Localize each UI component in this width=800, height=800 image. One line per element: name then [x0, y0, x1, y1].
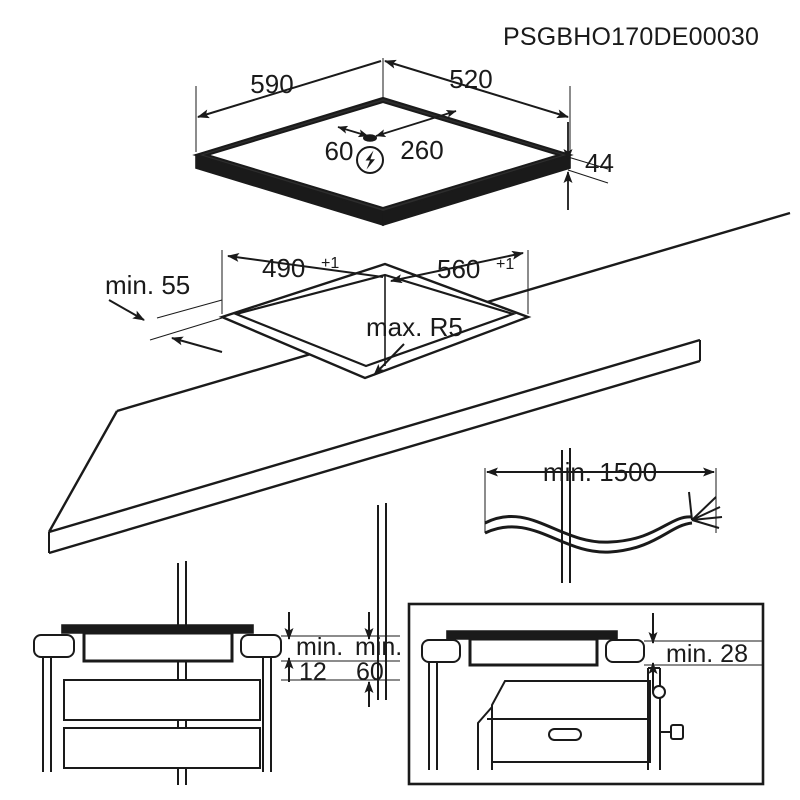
detail-left-worktop-right — [240, 634, 282, 658]
dim-label-depth-520: 520 — [449, 64, 492, 94]
cable-curve-lower — [484, 521, 693, 554]
view-mains-cable: min. 1500 — [484, 457, 723, 554]
dim-label-cutout-490: 490 — [262, 253, 305, 283]
dim-label-min28: min. 28 — [666, 640, 748, 668]
dim-line-depth-520 — [384, 59, 569, 119]
leader-corner-radius — [373, 343, 405, 376]
dim-line-cutout-490 — [227, 253, 384, 278]
cable-curve-upper — [484, 515, 693, 544]
dim-label-min12-prefix: min. — [296, 633, 343, 661]
dim-label-offset-60: 60 — [325, 136, 354, 166]
detail-right-screw-icon — [660, 724, 684, 740]
reference-code: PSGBHO170DE00030 — [503, 23, 759, 51]
detail-right-oven-body — [491, 680, 651, 763]
dim-label-cutout-560: 560 — [437, 254, 480, 284]
dim-label-offset-260: 260 — [400, 135, 443, 165]
view-detail-hob-over-oven: min. 28 — [407, 602, 765, 786]
cable-wire-ends — [688, 491, 723, 529]
dim-line-offset-260 — [375, 110, 457, 137]
detail-right-oven-vent-slot — [548, 728, 582, 741]
dim-label-min60-value: 60 — [356, 658, 384, 686]
detail-right-worktop-right — [605, 639, 645, 663]
cutout-outline-outer — [218, 262, 532, 380]
view-detail-hob-over-drawers: min. 12 min. 60 — [33, 612, 402, 772]
detail-right-hob-body — [468, 637, 599, 667]
worktop-left-end-edge — [47, 410, 119, 533]
detail-left-drawer-upper — [63, 679, 261, 721]
ext-line-rear-a — [156, 299, 223, 319]
detail-right-worktop-left — [421, 639, 461, 663]
hob-side-face-right — [382, 153, 571, 227]
dim-line-cutout-560 — [390, 250, 524, 284]
dim-label-cable-length: min. 1500 — [543, 457, 657, 487]
worktop-cutout-opening — [218, 262, 532, 380]
dim-label-height-44: 44 — [585, 148, 614, 178]
detail-left-hob-body — [82, 631, 234, 663]
detail-left-drawer-lower — [63, 727, 261, 769]
view-worktop-cutout: min. 55 490 +1 560 +1 max. R5 — [47, 211, 791, 785]
view-hob-outer-dimensions: 590 520 60 260 44 — [192, 58, 614, 227]
dim-label-cutout-490-tolerance: +1 — [321, 255, 339, 272]
dim-line-width-590 — [197, 60, 382, 119]
dim-label-min60-prefix: min. — [355, 633, 402, 661]
detail-left-worktop-left — [33, 634, 75, 658]
leader-rear-distance-lower — [171, 336, 223, 353]
ext-line-h-bottom — [567, 169, 609, 184]
worktop-front-bottom-edge — [48, 359, 701, 555]
detail-right-hinge-icon — [652, 685, 666, 699]
dim-line-offset-60 — [337, 125, 369, 138]
dim-label-cutout-560-tolerance: +1 — [496, 256, 514, 273]
worktop-slab — [47, 211, 791, 555]
ext-line-rear-b — [149, 317, 223, 341]
lightning-bolt-icon — [356, 146, 384, 174]
dim-label-min12-value: 12 — [299, 658, 327, 686]
detail-left-hob-glass — [61, 624, 254, 634]
cutout-outline-inner — [232, 273, 517, 368]
ext-line-h-top — [567, 156, 609, 170]
dim-label-width-590: 590 — [250, 69, 293, 99]
leader-rear-distance-upper — [108, 299, 145, 321]
dim-label-rear-distance: min. 55 — [105, 270, 190, 300]
dim-label-corner-radius: max. R5 — [366, 312, 463, 342]
detail-right-oven-foot — [477, 706, 493, 770]
worktop-front-top-edge — [48, 338, 701, 534]
